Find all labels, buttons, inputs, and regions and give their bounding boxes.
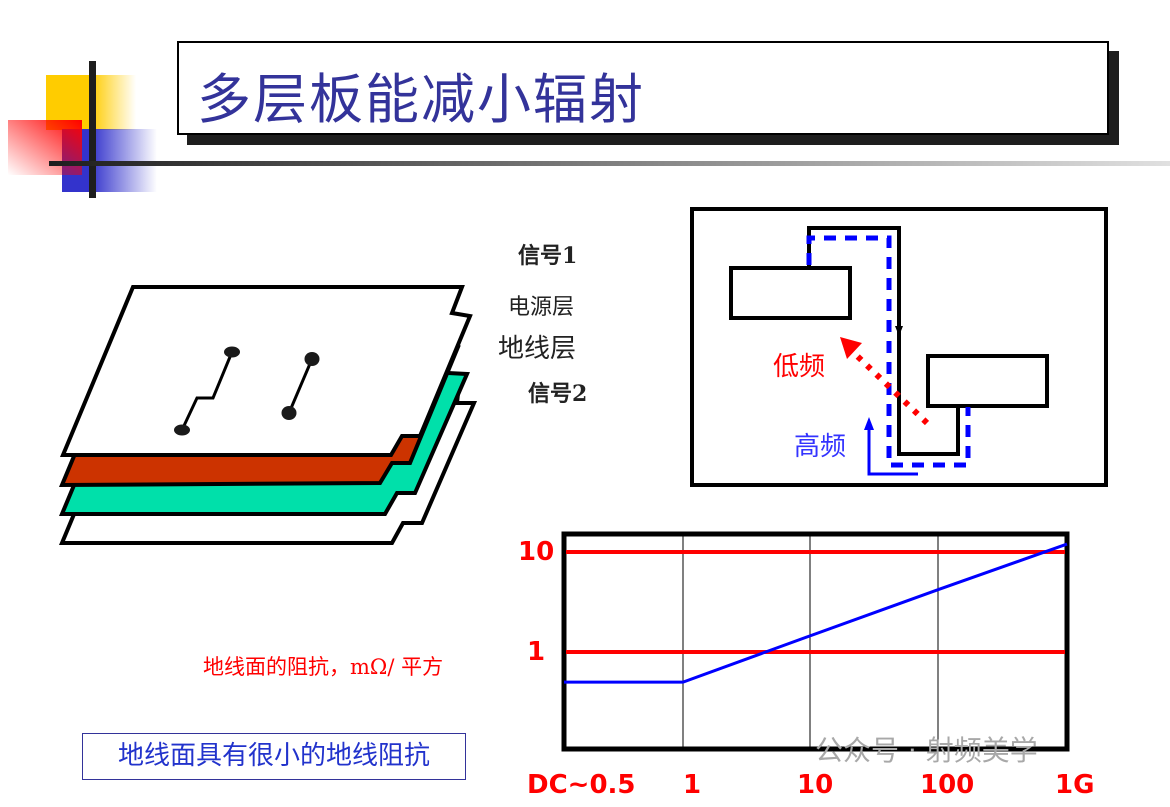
current-return-path-diagram: [690, 207, 1108, 487]
signal-direction-arrow-icon: [895, 326, 903, 336]
title-underline: [49, 161, 1170, 166]
label-signal2: 信号2: [528, 381, 588, 407]
decorative-squares-logo: [8, 61, 157, 198]
caption-box: 地线面具有很小的地线阻抗: [82, 733, 466, 780]
y-axis-label: 地线面的阻抗，mΩ/ 平方: [203, 655, 444, 679]
x-tick-label: 10: [797, 770, 834, 800]
label-ground-layer: 地线层: [498, 334, 577, 364]
x-tick-label: 1: [683, 770, 702, 800]
component-2: [926, 354, 1049, 408]
high-freq-arrow: [867, 428, 918, 476]
component-1: [729, 266, 852, 320]
signal1-layer: [60, 285, 473, 457]
watermark: 公众号 · 射频美学: [815, 734, 1038, 767]
y-tick-label: 10: [518, 537, 555, 567]
impedance-series-line: [564, 542, 1068, 684]
slide-title: 多层板能减小辐射: [197, 68, 645, 131]
x-tick-label: 100: [920, 770, 975, 800]
signal-trace: [807, 226, 960, 456]
high-freq-arrow-icon: [864, 417, 874, 430]
high-freq-return-path: [806, 235, 971, 468]
x-tick-label: DC~0.5: [527, 770, 636, 800]
low-freq-return-path: [850, 349, 930, 426]
label-power-layer: 电源层: [508, 295, 575, 320]
low-freq-arrow-icon: [840, 337, 862, 359]
pcb-layer-stack: [58, 285, 478, 545]
label-signal1: 信号1: [518, 243, 578, 269]
chart-frame: [561, 531, 1070, 752]
via-pads: [174, 346, 320, 436]
x-tick-label: 1G: [1055, 770, 1095, 800]
title-box: 多层板能减小辐射: [177, 41, 1109, 135]
label-high-frequency: 高频: [794, 432, 847, 462]
label-low-frequency: 低频: [773, 352, 826, 382]
traces: [180, 351, 314, 431]
y-tick-label: 1: [527, 637, 546, 667]
